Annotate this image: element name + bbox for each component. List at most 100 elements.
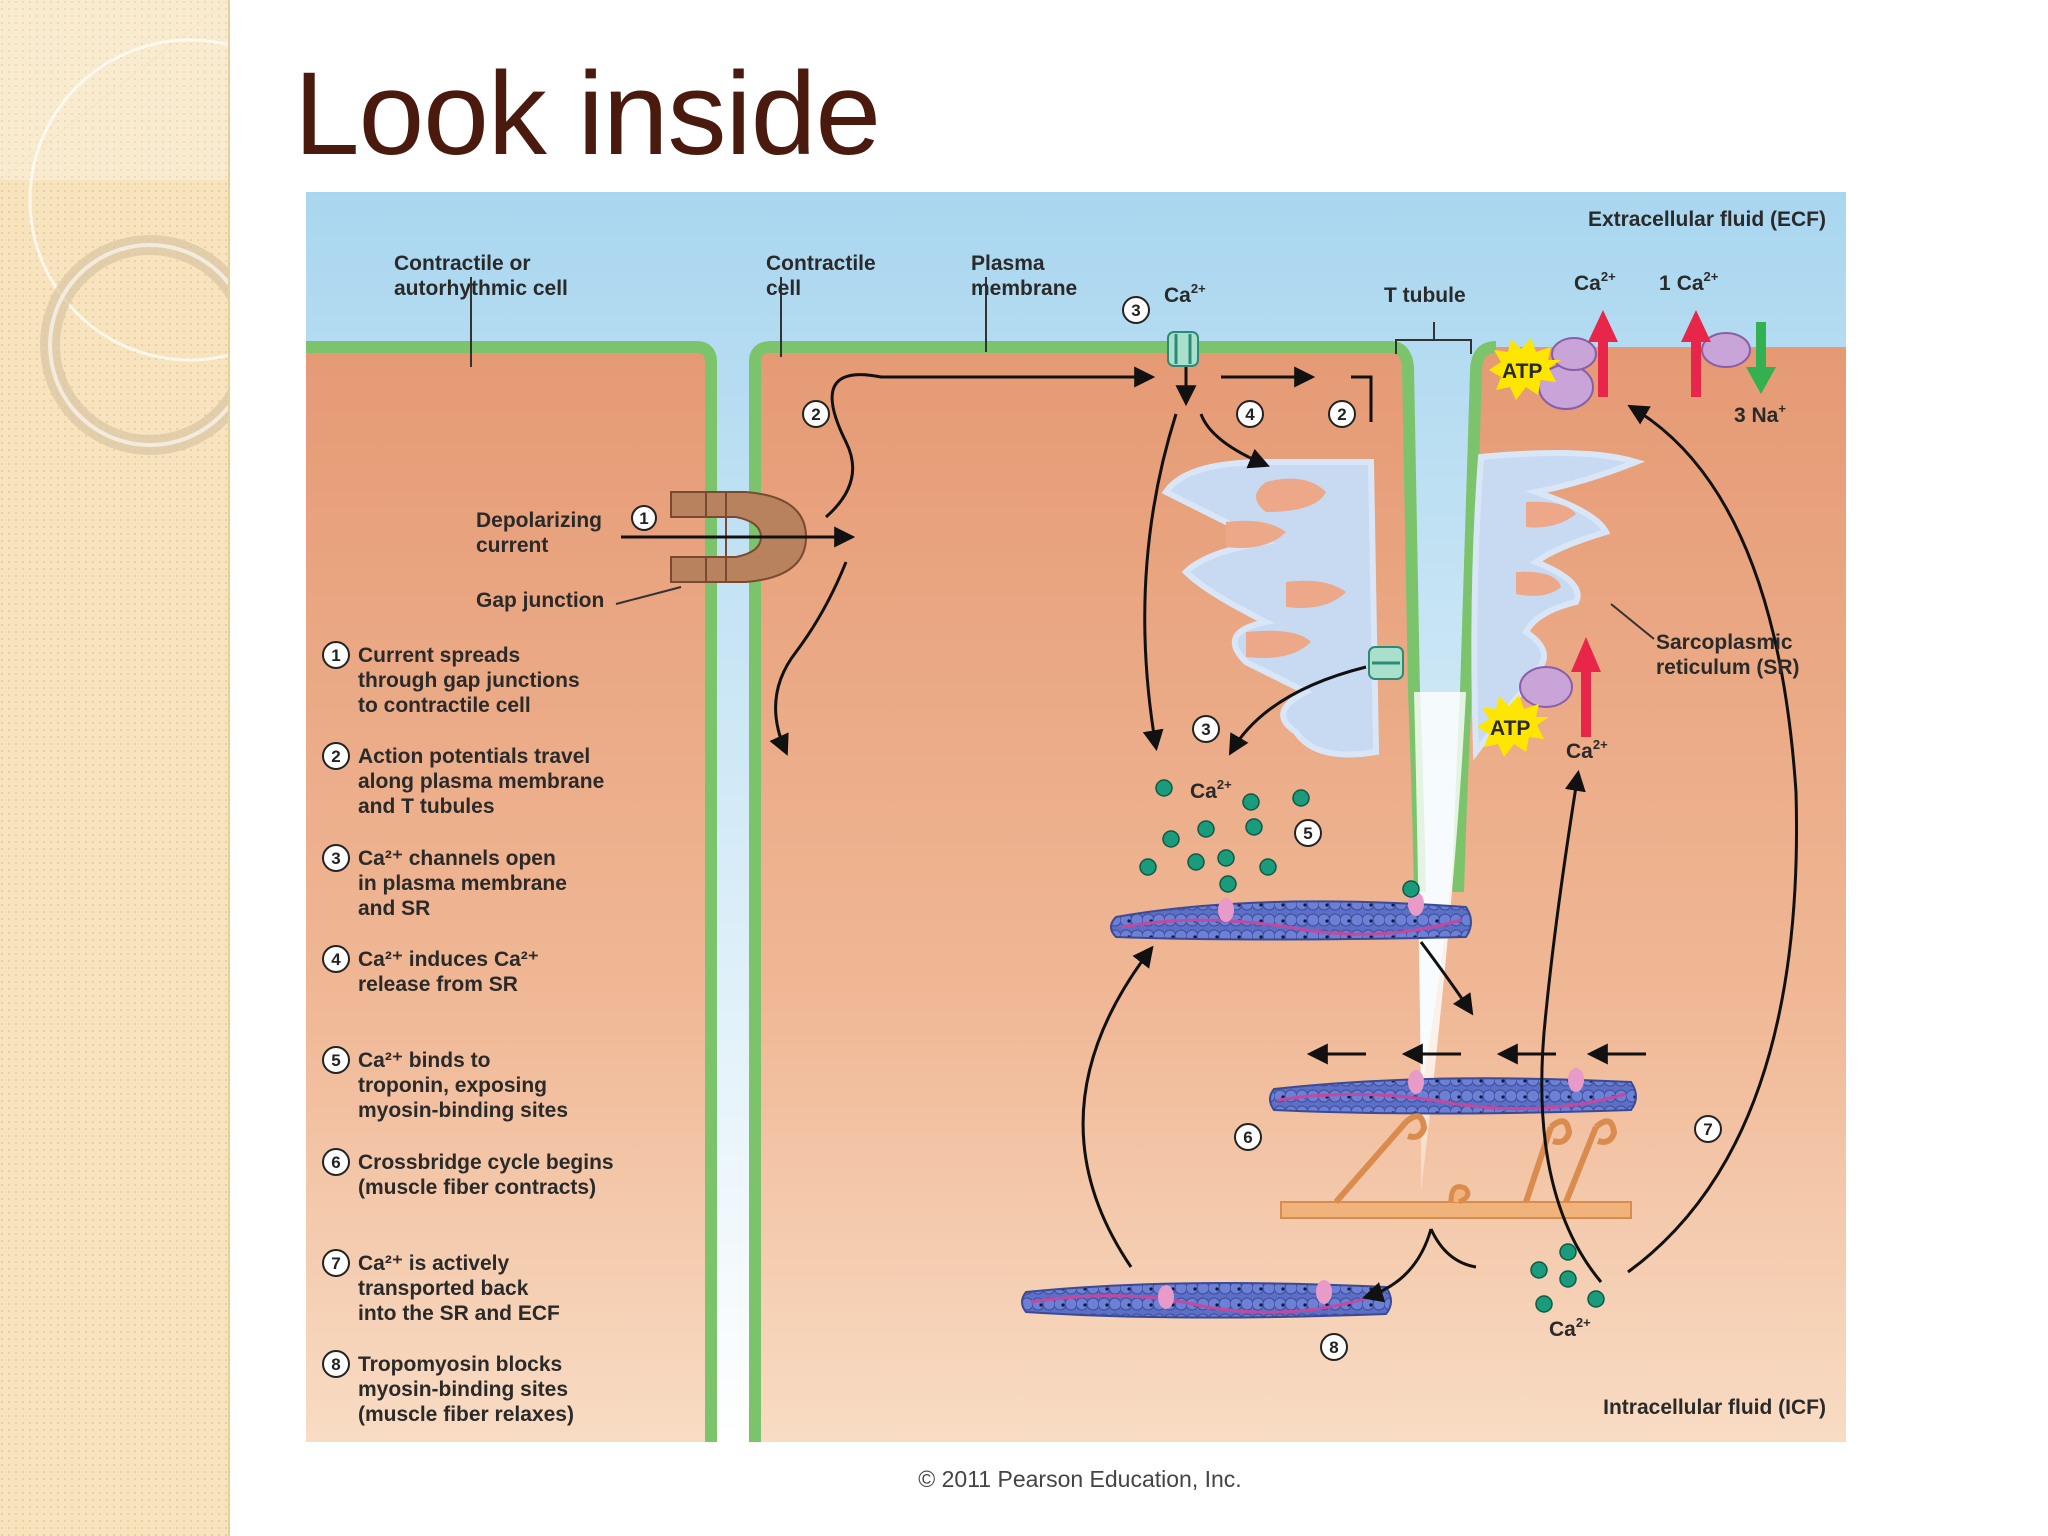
contractile-cell-label-2: cell	[766, 277, 801, 300]
legend-step-marker	[322, 1046, 350, 1074]
legend-step-marker	[322, 641, 350, 669]
legend-step-marker	[322, 1249, 350, 1277]
legend-step-number: 5	[331, 1051, 340, 1070]
legend-step-text: Tropomyosin blocks	[358, 1353, 562, 1376]
na-influx-arrow	[1746, 322, 1776, 394]
sr-label-2: reticulum (SR)	[1656, 656, 1800, 679]
atp-burst-membrane: ATP	[1489, 338, 1561, 400]
ca-label-cytosol: Ca2+	[1190, 777, 1232, 803]
calcium-ions-released	[1530, 1243, 1605, 1313]
plasma-membrane-ca-channel	[1167, 331, 1199, 367]
autorhythmic-cell	[306, 347, 711, 1442]
label-pointer-lines	[470, 277, 1655, 640]
icf-label: Intracellular fluid (ICF)	[1603, 1396, 1826, 1419]
ca-exchange-arrow	[1681, 310, 1711, 397]
legend-step-text: Ca²⁺ induces Ca²⁺	[358, 948, 539, 971]
plasma-membrane-label-2: membrane	[971, 277, 1077, 300]
contractile-autorhythmic-label-1: Contractile or	[394, 252, 531, 275]
copyright-notice: © 2011 Pearson Education, Inc.	[918, 1466, 1242, 1492]
legend-step-text: troponin, exposing	[358, 1074, 547, 1097]
ca-efflux-arrow	[1588, 310, 1618, 397]
legend-step-text: along plasma membrane	[358, 770, 604, 793]
svg-text:1: 1	[639, 509, 648, 528]
legend-step-text: (muscle fiber relaxes)	[358, 1403, 574, 1426]
left-cell-membrane	[306, 341, 717, 1442]
legend-step-text: through gap junctions	[358, 669, 580, 692]
svg-text:6: 6	[1243, 1128, 1252, 1147]
ca-label-channel: Ca2+	[1164, 281, 1206, 307]
legend-step-marker	[322, 1148, 350, 1176]
cardiac-excitation-contraction-diagram: ATP ATP	[306, 192, 1846, 1442]
legend-step-number: 7	[331, 1254, 340, 1273]
sr-ca-channel	[1368, 646, 1404, 680]
thin-filament-top	[1110, 892, 1472, 941]
svg-text:8: 8	[1329, 1338, 1338, 1357]
na-label: 3 Na+	[1734, 401, 1786, 427]
signal-flow-arrows	[621, 366, 1799, 1303]
na-ca-exchanger	[1701, 332, 1751, 368]
legend-step-marker	[322, 945, 350, 973]
sr-ca-uptake-arrow	[1571, 637, 1601, 737]
svg-text:5: 5	[1303, 824, 1312, 843]
atp-burst-sr: ATP	[1477, 695, 1549, 757]
svg-text:ATP: ATP	[1502, 360, 1542, 383]
ecf-label: Extracellular fluid (ECF)	[1588, 208, 1826, 231]
svg-text:3: 3	[1131, 301, 1140, 320]
legend-step-text: to contractile cell	[358, 694, 531, 717]
legend-step-text: Crossbridge cycle begins	[358, 1151, 614, 1174]
svg-text:3: 3	[1201, 720, 1210, 739]
legend-step-number: 1	[331, 646, 340, 665]
legend-step-text: release from SR	[358, 973, 518, 996]
legend-step-text: into the SR and ECF	[358, 1302, 560, 1325]
svg-text:4: 4	[1245, 405, 1255, 424]
contractile-cell	[755, 347, 1421, 1442]
thick-filament-myosin	[1280, 1113, 1632, 1219]
slide-title: Look inside	[294, 48, 881, 180]
legend-step-6: 6 Crossbridge cycle begins(muscle fiber c…	[322, 1148, 614, 1199]
svg-text:ATP: ATP	[1490, 717, 1530, 740]
svg-text:2: 2	[811, 405, 820, 424]
sr-ca-pump	[1519, 666, 1573, 708]
thin-filament-contracting	[1269, 1068, 1637, 1115]
sarcoplasmic-reticulum-right	[1471, 450, 1646, 761]
t-tubule-lumen	[1414, 692, 1466, 1192]
legend-step-number: 4	[331, 950, 341, 969]
t-tubule-right-membrane	[1452, 341, 1497, 893]
sr-label-1: Sarcoplasmic	[1656, 631, 1793, 654]
legend-step-text: transported back	[358, 1277, 529, 1300]
ca-label-sr: Ca2+	[1566, 737, 1608, 763]
legend-step-marker	[322, 742, 350, 770]
contractile-autorhythmic-label-2: autorhythmic cell	[394, 277, 568, 300]
t-tubule-label: T tubule	[1384, 284, 1466, 307]
legend-step-text: myosin-binding sites	[358, 1378, 568, 1401]
diagram-step-markers	[631, 296, 1722, 1361]
legend-step-number: 6	[331, 1153, 340, 1172]
contractile-cell-label-1: Contractile	[766, 252, 876, 275]
legend-step-text: myosin-binding sites	[358, 1099, 568, 1122]
svg-text:2: 2	[1337, 405, 1346, 424]
legend-step-text: Action potentials travel	[358, 745, 590, 768]
depolarizing-current-label-1: Depolarizing	[476, 509, 602, 532]
depolarizing-current-label-2: current	[476, 534, 548, 557]
legend-step-text: (muscle fiber contracts)	[358, 1176, 596, 1199]
plasma-membrane-label-1: Plasma	[971, 252, 1045, 275]
diagram-step-numbers: 1 2 3 4 2 3 5 6 7 8	[639, 301, 1712, 1357]
ca-label-released: Ca2+	[1549, 1315, 1591, 1341]
legend-step-text: Ca²⁺ is actively	[358, 1252, 509, 1275]
legend-step-text: and SR	[358, 897, 430, 920]
gap-junction-label: Gap junction	[476, 589, 604, 612]
decorative-sidebar	[0, 0, 230, 1536]
svg-text:7: 7	[1703, 1120, 1712, 1139]
decorative-rings	[0, 0, 228, 455]
legend-step-text: and T tubules	[358, 795, 495, 818]
legend-step-text: Ca²⁺ channels open	[358, 847, 556, 870]
legend-step-number: 3	[331, 849, 340, 868]
ca-label-pump: Ca2+	[1574, 269, 1616, 295]
